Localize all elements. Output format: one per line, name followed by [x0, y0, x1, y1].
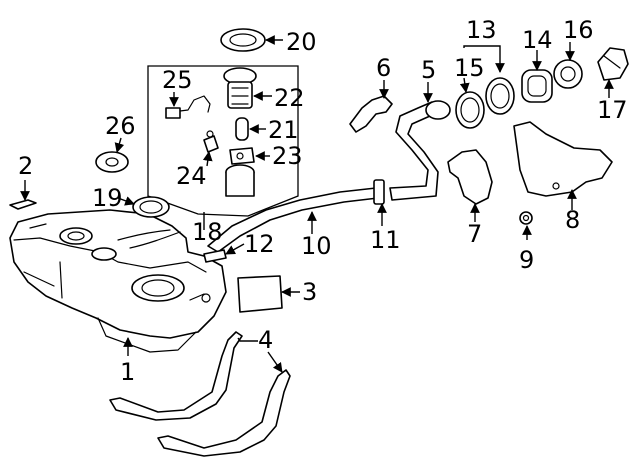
part-8-shield-drawing	[513, 121, 613, 197]
callout-19: 19	[92, 184, 123, 212]
callout-14: 14	[522, 26, 553, 54]
part-12-clamp-drawing	[203, 249, 227, 263]
part-9-bolt-drawing	[519, 211, 533, 225]
part-17-fuel-cap-drawing	[597, 47, 629, 81]
callout-8: 8	[565, 206, 580, 234]
callout-25: 25	[162, 66, 193, 94]
callout-18: 18	[192, 218, 223, 246]
leader-lines	[20, 35, 614, 373]
part-24-sender-drawing	[203, 130, 219, 153]
callout-11: 11	[370, 226, 401, 254]
callout-17: 17	[597, 96, 628, 124]
tank-straps-drawing	[109, 331, 291, 457]
callout-labels: 1 2 3 4 5 6 7 8 9 10 11 12 13 14 15 16 1…	[18, 16, 628, 386]
callout-9: 9	[519, 246, 534, 274]
part-6-bracket-drawing	[349, 95, 393, 133]
part-21-filter-drawing	[235, 117, 249, 141]
callout-7: 7	[467, 220, 482, 248]
part-14-seal-drawing	[521, 69, 553, 103]
callout-21: 21	[268, 116, 299, 144]
callout-13: 13	[466, 16, 497, 44]
callout-22: 22	[274, 84, 305, 112]
part-20-lock-ring-drawing	[220, 28, 266, 52]
callout-23: 23	[272, 142, 303, 170]
callout-3: 3	[302, 278, 317, 306]
callout-20: 20	[286, 28, 317, 56]
callout-24: 24	[176, 162, 207, 190]
part-23-regulator-drawing	[229, 147, 255, 165]
part-2-pad-drawing	[9, 199, 37, 210]
callout-26: 26	[105, 112, 136, 140]
callout-15: 15	[454, 54, 485, 82]
fuel-tank-drawing	[9, 209, 227, 353]
callout-10: 10	[301, 232, 332, 260]
callout-16: 16	[563, 16, 594, 44]
filler-pipe-drawing	[389, 100, 451, 201]
callout-1: 1	[120, 358, 135, 386]
callout-12: 12	[244, 230, 275, 258]
part-26-bracket-drawing	[95, 151, 129, 173]
callout-5: 5	[421, 56, 436, 84]
fuel-pump-assembly-box	[147, 65, 299, 217]
part-3-insulator-drawing	[237, 275, 283, 313]
part-7-bracket-drawing	[447, 149, 493, 205]
pump-canister-drawing	[225, 164, 255, 197]
part-13-gasket-drawing	[485, 77, 515, 115]
part-25-harness-drawing	[165, 95, 211, 119]
callout-6: 6	[376, 54, 391, 82]
part-16-ring-drawing	[553, 59, 583, 89]
part-11-clamp-drawing	[373, 179, 385, 205]
callout-4: 4	[258, 326, 273, 354]
part-22-pump-module-drawing	[223, 67, 257, 109]
part-19-ring-drawing	[132, 196, 170, 218]
callout-2: 2	[18, 152, 33, 180]
part-15-gasket-drawing	[455, 91, 485, 129]
